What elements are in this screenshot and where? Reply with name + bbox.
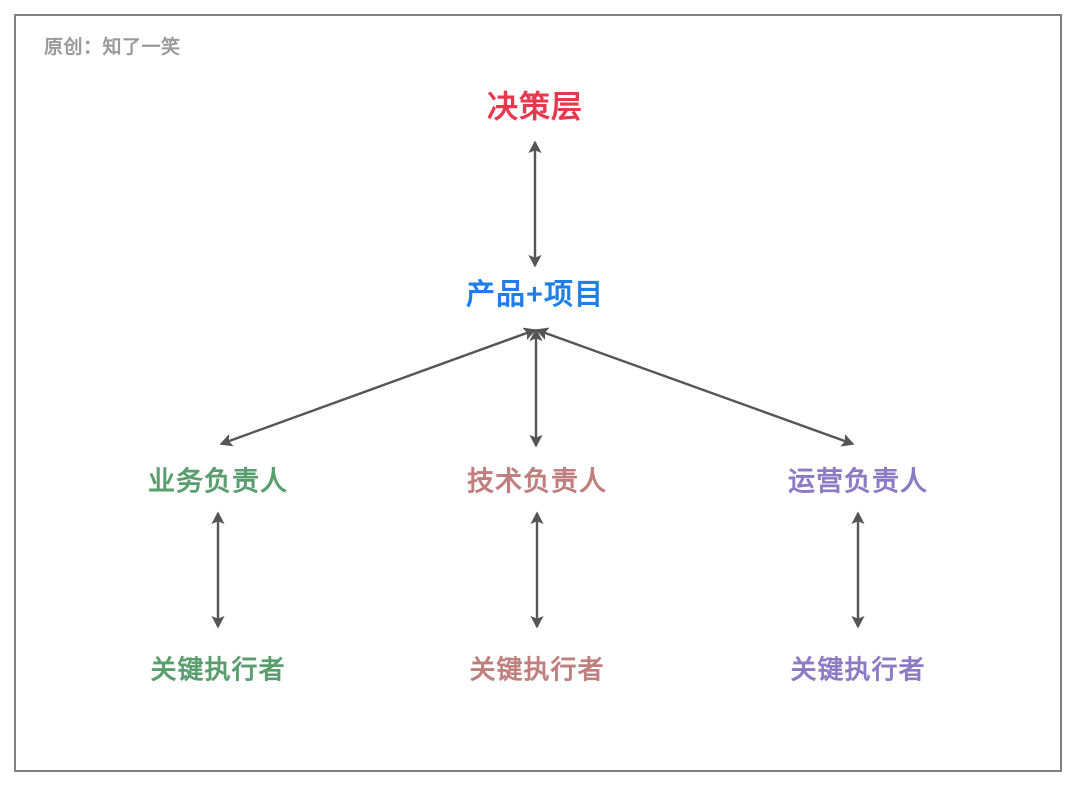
- node-operations-lead: 运营负责人: [788, 466, 928, 497]
- node-business-executor: 关键执行者: [150, 654, 286, 685]
- node-technical-executor: 关键执行者: [469, 654, 605, 685]
- watermark-text: 原创：知了一笑: [44, 37, 181, 58]
- node-operations-executor: 关键执行者: [790, 654, 926, 685]
- node-technical-lead: 技术负责人: [467, 466, 607, 497]
- node-product: 产品+项目: [466, 279, 604, 311]
- node-decision: 决策层: [487, 89, 583, 125]
- node-business-lead: 业务负责人: [148, 466, 288, 497]
